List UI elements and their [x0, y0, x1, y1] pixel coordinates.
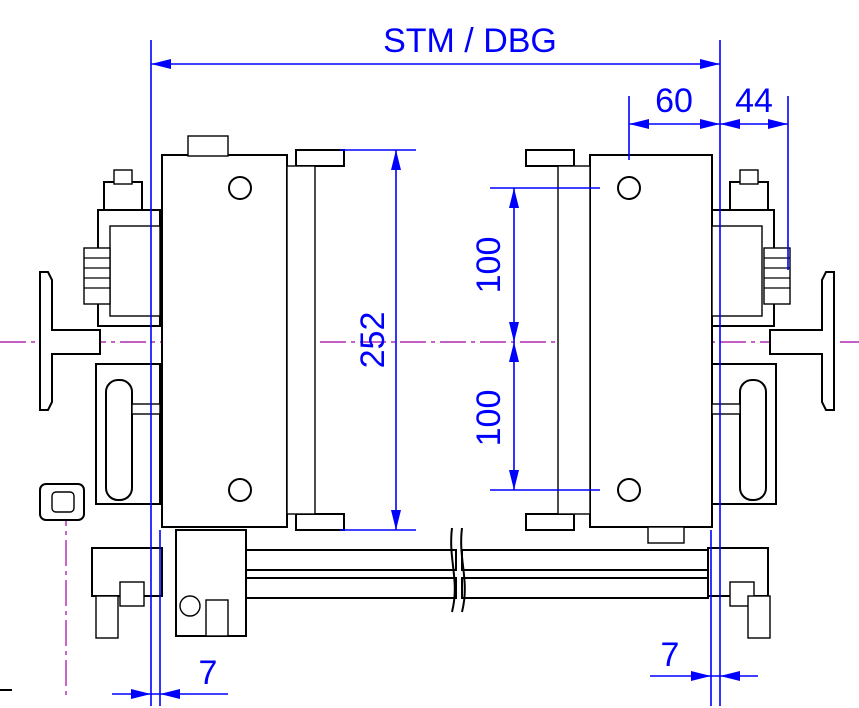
upper-connecting-bar	[245, 549, 457, 571]
left-plate-body	[161, 154, 288, 528]
right-hole-bottom	[617, 478, 641, 502]
gap-right-arrow-b	[720, 671, 740, 681]
offset-arrow-d	[768, 119, 788, 129]
offset-arrow-b	[700, 119, 720, 129]
gap-right-label: 7	[661, 636, 680, 674]
offset-right-top-label: 60	[655, 82, 693, 120]
break-mark-2	[460, 527, 466, 613]
right-assembly	[707, 169, 835, 639]
gap-left-arrow-a	[131, 689, 151, 699]
offset-arrow-a	[629, 119, 649, 129]
left-cable-clamp-inner	[51, 491, 75, 513]
height-total-label: 252	[354, 312, 392, 369]
hole-arrow-top	[509, 188, 519, 208]
left-plate-flange-bottom	[295, 513, 345, 531]
right-roller	[739, 379, 767, 501]
hole-arrow-bottom	[509, 470, 519, 490]
height-arrow-bottom	[391, 510, 401, 530]
right-rail-profile	[769, 271, 835, 411]
hole-lower-spacing-label: 100	[470, 390, 508, 447]
gap-left-label: 7	[199, 654, 218, 692]
right-plate-flange-top	[525, 149, 575, 167]
left-bottom-hook	[95, 595, 119, 639]
left-plate-web	[286, 165, 316, 515]
right-plate-web	[557, 165, 591, 515]
hole-upper-spacing-label: 100	[470, 237, 508, 294]
left-rail-profile	[39, 271, 101, 411]
left-roller-hub	[131, 403, 161, 415]
break-mark	[450, 527, 456, 613]
left-assembly	[39, 169, 163, 639]
left-bottom-latch	[119, 581, 145, 607]
lower-connecting-bar-right	[461, 577, 709, 599]
width-arrow-left	[151, 59, 171, 69]
right-bottom-hook	[747, 595, 771, 639]
gap-right-arrow-a	[691, 671, 711, 681]
right-bottom-bolt-head	[647, 526, 685, 544]
left-actuator-knob	[179, 595, 201, 617]
left-roller	[105, 379, 133, 501]
right-plate-body	[589, 154, 713, 528]
width-arrow-right	[700, 59, 720, 69]
left-spring-pack	[83, 247, 111, 305]
upper-connecting-bar-right	[461, 549, 709, 571]
right-spring-pack	[763, 247, 791, 305]
right-top-bolt	[739, 169, 759, 185]
left-top-nut	[103, 181, 143, 211]
left-top-bolt-head	[187, 135, 229, 157]
connecting-bars	[245, 527, 709, 613]
right-main-plate	[525, 149, 713, 544]
right-top-nut	[729, 181, 769, 211]
left-main-plate	[161, 135, 345, 637]
left-actuator-lever	[205, 599, 229, 637]
offset-right-outer-label: 44	[735, 82, 773, 120]
hole-arrow-mid-up	[509, 322, 519, 342]
height-arrow-top	[391, 150, 401, 170]
right-hole-top	[617, 176, 641, 200]
right-plate-flange-bottom	[525, 513, 575, 531]
left-plate-flange-top	[295, 149, 345, 167]
right-roller-hub	[711, 403, 741, 415]
lower-connecting-bar	[245, 577, 457, 599]
left-top-bolt	[113, 169, 133, 185]
left-upper-clamp-inner	[109, 225, 161, 317]
left-hole-top	[228, 176, 252, 200]
width-label: STM / DBG	[383, 22, 557, 60]
hole-arrow-mid-down	[509, 342, 519, 362]
dimensions: STM / DBG 60 44 252 100 100 7	[112, 22, 789, 706]
gap-left-arrow-b	[160, 689, 180, 699]
left-hole-bottom	[228, 478, 252, 502]
offset-arrow-c	[720, 119, 740, 129]
